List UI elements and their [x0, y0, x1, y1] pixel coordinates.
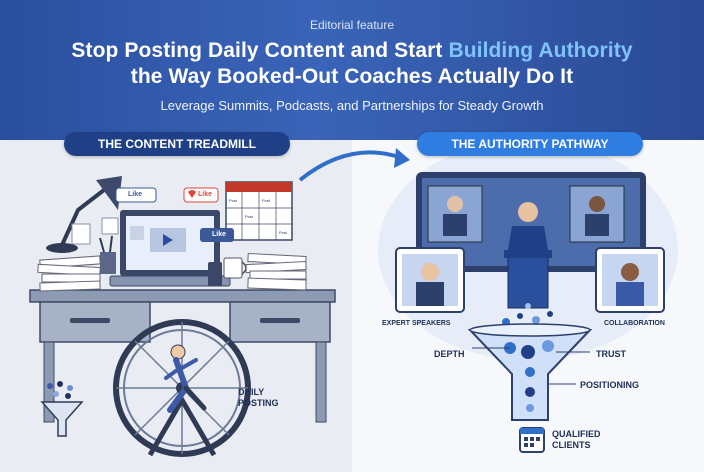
coffee-mug [223, 257, 243, 279]
daily-posting-label: DAILY POSTING [238, 387, 279, 409]
eyebrow-label: Editorial feature [309, 18, 395, 32]
desk-top [29, 289, 336, 303]
drawer-handle [70, 318, 110, 323]
calendar-grid [226, 192, 292, 240]
authority-pathway-title: THE AUTHORITY PATHWAY [417, 132, 643, 156]
depth-label: DEPTH [434, 349, 465, 359]
desk-scene [29, 176, 336, 423]
calendar-post-label: Post [279, 230, 288, 235]
heart-icon [188, 190, 196, 198]
lamp-shade [96, 176, 122, 210]
expert-speakers-label: EXPERT SPEAKERS [382, 320, 451, 327]
sticky-note [101, 217, 119, 235]
hamster-wheel [113, 319, 251, 457]
runner-head [170, 344, 186, 360]
like-label: Like [212, 231, 227, 238]
calendar-post-label: Post [262, 198, 271, 203]
phone [208, 262, 222, 286]
stage-scene [378, 140, 678, 360]
like-bubble [115, 187, 157, 203]
transition-arrow [298, 150, 403, 182]
small-funnel [40, 381, 84, 437]
daily-posting-line2: POSTING [238, 398, 279, 408]
headline-highlight: Building Authority [448, 39, 633, 62]
paper-stack-left [37, 255, 101, 292]
like-label: Like [128, 191, 143, 198]
drawer-handle [260, 318, 300, 323]
speaker-head [518, 202, 538, 222]
profile-thumb [130, 226, 144, 240]
calendar-post-label: Post [245, 214, 254, 219]
desk-leg [315, 341, 327, 423]
podium [507, 251, 549, 309]
qualified-line1: QUALIFIED [552, 429, 601, 439]
like-bubble [200, 228, 234, 242]
calendar-header [226, 182, 292, 192]
calendar-post-label: Post [229, 198, 238, 203]
play-icon [163, 234, 173, 246]
authority-funnel [467, 303, 593, 421]
qualified-clients-label: QUALIFIED CLIENTS [552, 429, 601, 451]
lamp-base [46, 243, 78, 253]
positioning-label: POSITIONING [580, 380, 640, 390]
headline-line2: the Way Booked-Out Coaches Actually Do I… [130, 65, 574, 88]
pencil-cup [100, 252, 116, 274]
trust-label: TRUST [596, 349, 626, 359]
collaboration-label: COLLABORATION [604, 320, 665, 327]
speaker-body [508, 226, 548, 250]
daily-posting-line1: DAILY [238, 387, 265, 397]
headline: Stop Posting Daily Content and Start Bui… [0, 38, 704, 90]
laptop-base [109, 275, 231, 287]
lamp-arm [60, 188, 106, 246]
paper-stack-right [245, 252, 307, 291]
desk-leg [43, 341, 55, 423]
like-label: Like [198, 191, 213, 198]
header-banner: Editorial feature Stop Posting Daily Con… [0, 0, 704, 140]
qualified-line2: CLIENTS [552, 440, 591, 450]
headline-part1: Stop Posting Daily Content and Start [71, 39, 449, 62]
subhead: Leverage Summits, Podcasts, and Partners… [160, 98, 544, 113]
arrow-head [394, 148, 410, 168]
content-treadmill-title: THE CONTENT TREADMILL [64, 132, 290, 156]
calendar-icon [519, 427, 545, 453]
sticky-note [71, 223, 91, 245]
